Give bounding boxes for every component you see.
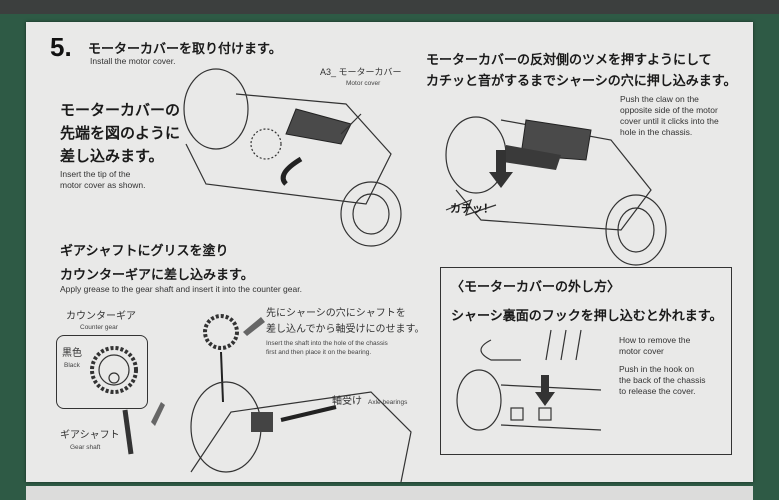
push-claw-en-2: opposite side of the motor: [620, 105, 718, 115]
click-sound-text: カチッ！: [450, 202, 494, 215]
remove-en-title-1: How to remove the: [619, 335, 691, 345]
push-claw-en-3: cover until it clicks into the: [620, 116, 719, 126]
grease-jp-1: ギアシャフトにグリスを塗り: [60, 244, 229, 259]
grease-jp-2: カウンターギアに差し込みます。: [60, 268, 254, 283]
part-label-en: Motor cover: [346, 80, 381, 87]
insert-tip-jp-2: 先端を図のように: [60, 124, 181, 142]
insert-tip-jp-1: モーターカバーの: [60, 101, 181, 119]
step-number: 5.: [50, 32, 72, 62]
chassis-illustration-push: [445, 116, 667, 266]
chassis-illustration-insert: [183, 68, 402, 247]
shaft-insert-jp-1: 先にシャーシの穴にシャフトを: [266, 308, 406, 319]
chassis-underside-illustration: [456, 329, 602, 431]
counter-gear-en: Counter gear: [80, 324, 118, 331]
remove-en-3: to release the cover.: [619, 386, 696, 396]
insert-tip-en-1: Insert the tip of the: [60, 169, 131, 179]
insert-tip-en-2: motor cover as shown.: [60, 180, 146, 190]
grease-en: Apply grease to the gear shaft and inser…: [60, 284, 302, 294]
remove-cover-box: 〈モーターカバーの外し方〉 シャーシ裏面のフックを押し込むと外れます。 How …: [440, 267, 732, 455]
counter-gear-icon: [90, 346, 138, 394]
counter-gear-color-jp: 黒色: [62, 348, 82, 359]
counter-gear-color-en: Black: [64, 362, 80, 369]
cutting-mat-edge: [0, 0, 779, 14]
axle-bearings-jp: 軸受け: [332, 396, 362, 407]
counter-gear-box: [56, 335, 148, 409]
remove-title-jp: 〈モーターカバーの外し方〉: [451, 280, 621, 295]
step-title-jp: モーターカバーを取り付けます。: [88, 42, 282, 57]
shaft-insert-en-1: Insert the shaft into the hole of the ch…: [266, 340, 388, 347]
instruction-sheet: 5. モーターカバーを取り付けます。 Install the motor cov…: [26, 22, 753, 483]
part-label-jp: A3_ モーターカバー: [320, 67, 402, 77]
chassis-illustration-gear: [190, 314, 412, 483]
push-claw-jp-1: モーターカバーの反対側のツメを押すようにして: [426, 53, 712, 68]
push-claw-en-1: Push the claw on the: [620, 94, 699, 104]
next-sheet-edge: [26, 486, 753, 500]
step-title-en: Install the motor cover.: [90, 56, 176, 66]
shaft-insert-en-2: first and then place it on the bearing.: [266, 349, 372, 356]
push-claw-jp-2: カチッと音がするまでシャーシの穴に押し込みます。: [426, 74, 737, 89]
shaft-insert-jp-2: 差し込んでから軸受けにのせます。: [266, 324, 425, 335]
remove-en-1: Push in the hook on: [619, 364, 695, 374]
insert-tip-jp-3: 差し込みます。: [60, 147, 164, 165]
counter-gear-jp: カウンターギア: [66, 311, 136, 322]
remove-en-title-2: motor cover: [619, 346, 664, 356]
axle-bearings-en: Axle bearings: [368, 399, 408, 406]
remove-jp: シャーシ裏面のフックを押し込むと外れます。: [451, 309, 723, 324]
gear-shaft-jp: ギアシャフト: [60, 430, 120, 441]
push-claw-en-4: hole in the chassis.: [620, 127, 693, 137]
gear-shaft-icon: [122, 402, 165, 455]
gear-shaft-en: Gear shaft: [70, 444, 101, 451]
remove-en-2: the back of the chassis: [619, 375, 706, 385]
